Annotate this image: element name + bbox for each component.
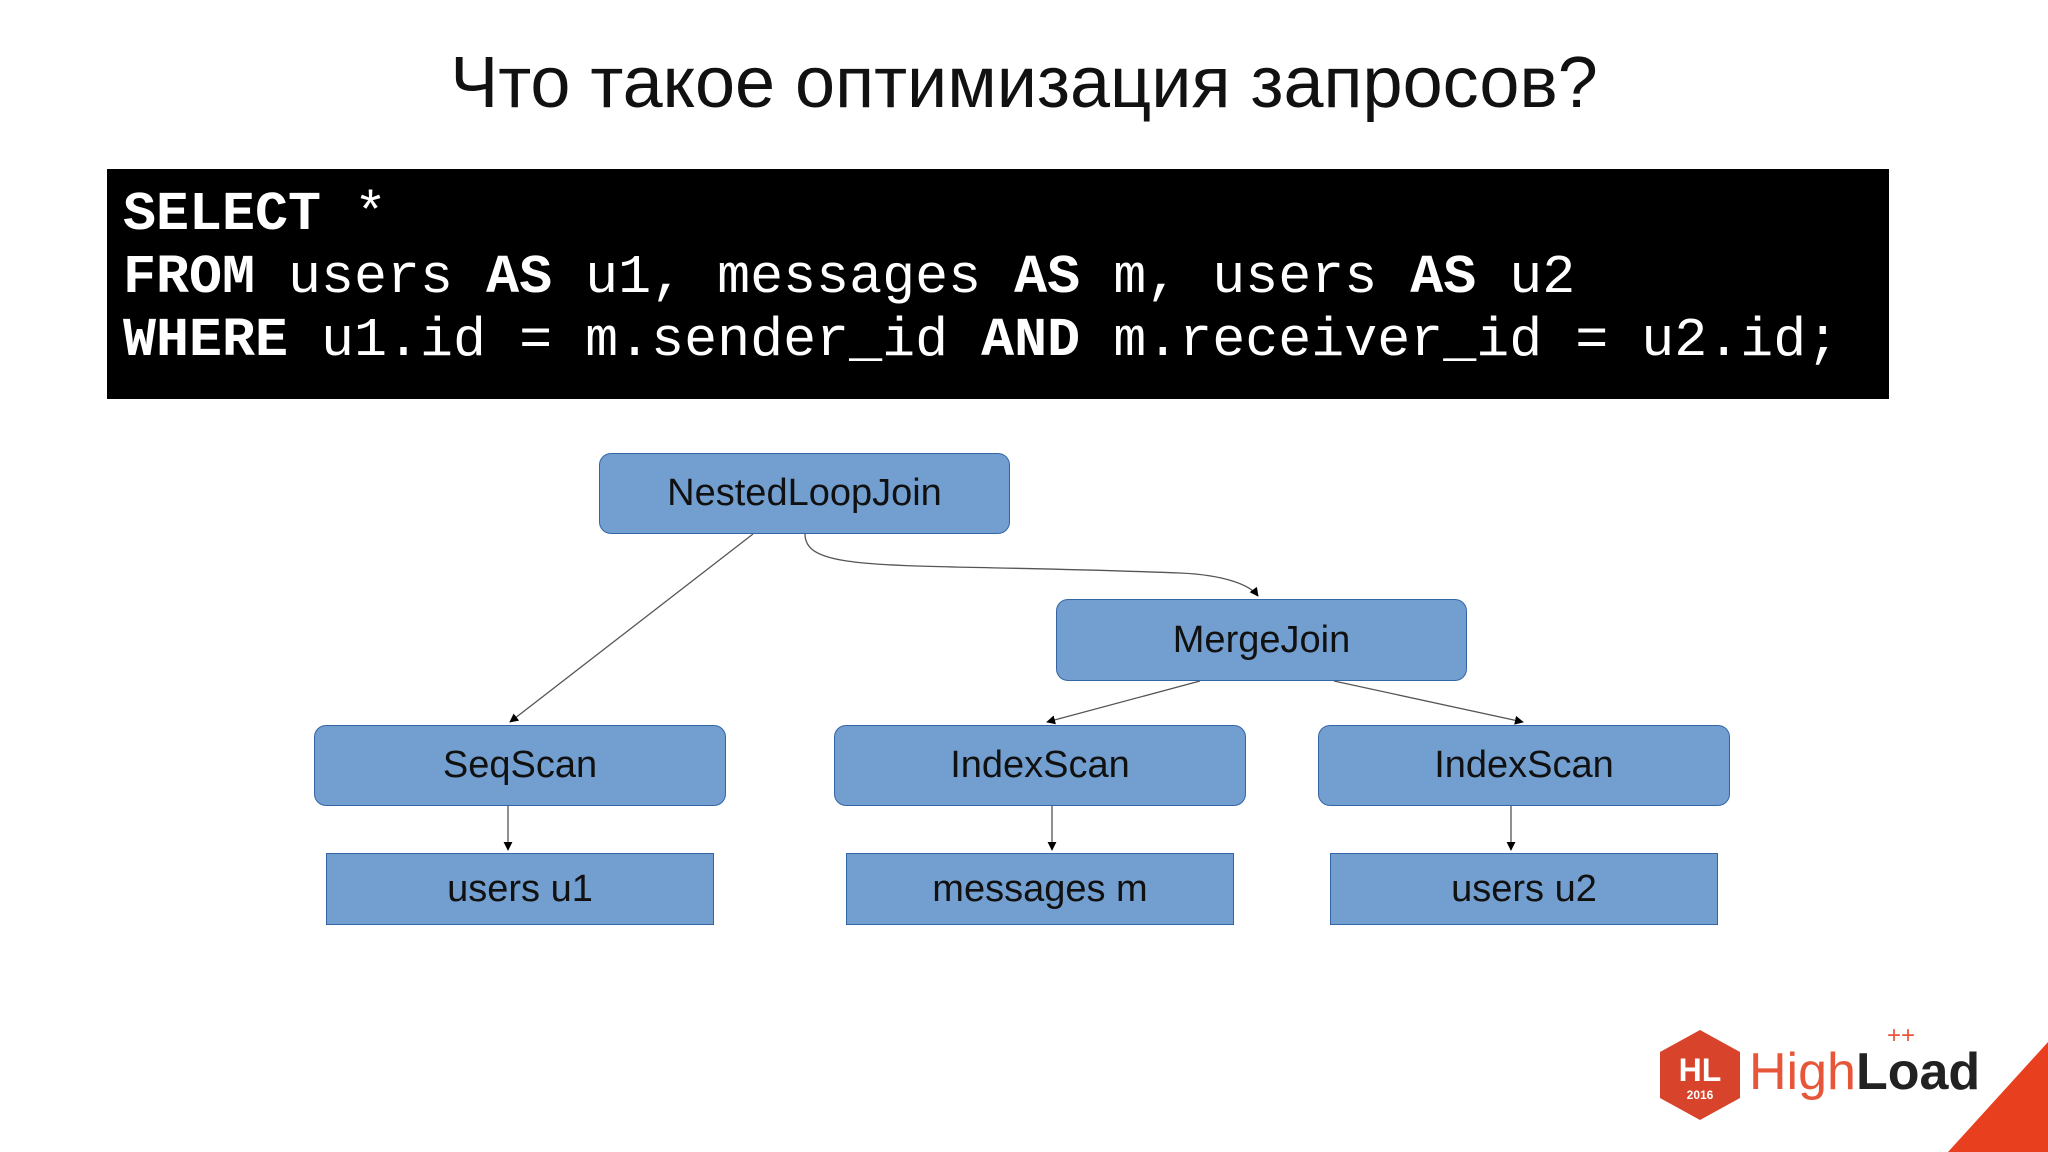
node-table-users-u2: users u2 xyxy=(1330,853,1718,925)
corner-accent-shape xyxy=(1948,1042,2048,1152)
edge-nestedloop-to-seqscan xyxy=(509,533,754,723)
sql-text: * xyxy=(321,183,388,246)
brand-wordmark: HighLoad xyxy=(1749,1042,1980,1102)
node-table-users-u1: users u1 xyxy=(326,853,714,925)
sql-text: u1.id = m.sender_id xyxy=(288,309,982,372)
sql-line-select: SELECT * xyxy=(123,183,1889,246)
sql-query-block: SELECT *FROM users AS u1, messages AS m,… xyxy=(107,169,1889,399)
sql-line-where: WHERE u1.id = m.sender_id AND m.receiver… xyxy=(123,309,1889,372)
node-index-scan-2: IndexScan xyxy=(1318,725,1730,806)
hl-badge-year: 2016 xyxy=(1686,1088,1714,1102)
edge-mergejoin-to-indexscan-1 xyxy=(1046,680,1201,725)
node-nested-loop-join: NestedLoopJoin xyxy=(599,453,1010,534)
node-merge-join: MergeJoin xyxy=(1056,599,1467,681)
sql-text: m.receiver_id = u2.id; xyxy=(1080,309,1840,372)
sql-text: m, users xyxy=(1080,246,1411,309)
sql-keyword: AND xyxy=(981,309,1081,372)
brand-bold: Load xyxy=(1855,1043,1981,1101)
node-index-scan-1: IndexScan xyxy=(834,725,1246,806)
sql-keyword: AS xyxy=(1410,246,1477,309)
sql-keyword: SELECT xyxy=(123,183,322,246)
sql-keyword: AS xyxy=(486,246,553,309)
hl-hexagon-icon xyxy=(1660,1030,1740,1120)
brand-superscript: ++ xyxy=(1887,1022,1916,1049)
sql-text: u1, messages xyxy=(552,246,1015,309)
sql-keyword: WHERE xyxy=(123,309,289,372)
edge-nestedloop-to-mergejoin xyxy=(804,533,1259,597)
slide-title: Что такое оптимизация запросов? xyxy=(450,43,1598,123)
hl-badge-text: HL xyxy=(1678,1052,1722,1088)
sql-keyword: FROM xyxy=(123,246,256,309)
node-seq-scan: SeqScan xyxy=(314,725,726,806)
brand-light: High xyxy=(1749,1043,1856,1101)
highload-logo: HL 2016 HighLoad ++ xyxy=(1655,1022,2048,1152)
node-table-messages-m: messages m xyxy=(846,853,1234,925)
sql-text: u2 xyxy=(1476,246,1576,309)
sql-text: users xyxy=(255,246,487,309)
sql-line-from: FROM users AS u1, messages AS m, users A… xyxy=(123,246,1889,309)
sql-keyword: AS xyxy=(1014,246,1081,309)
edge-mergejoin-to-indexscan-2 xyxy=(1333,680,1524,725)
